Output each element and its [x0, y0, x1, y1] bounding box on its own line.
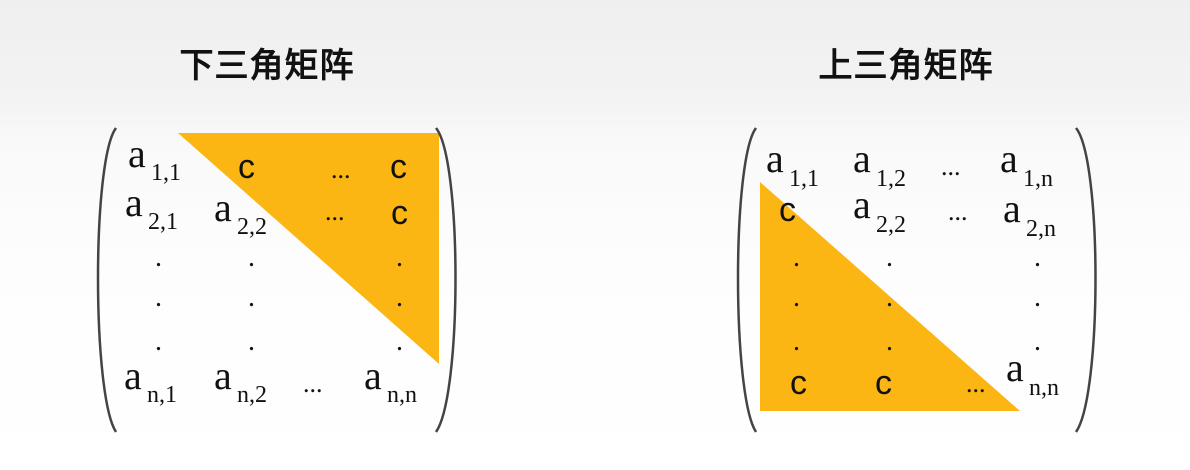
upper-a12-base: a: [853, 136, 871, 181]
upper-right-bracket: [1074, 127, 1097, 433]
lower-a11-base: a: [128, 131, 146, 176]
upper-vdot: .: [886, 282, 893, 313]
upper-a22-base: a: [853, 182, 871, 227]
lower-a21-subscript: 2,1: [148, 209, 178, 235]
upper-triangular-title: 上三角矩阵: [818, 46, 994, 86]
lower-a22-subscript: 2,2: [237, 214, 267, 240]
upper-vdot: .: [793, 242, 800, 273]
lower-vdot: .: [396, 242, 403, 273]
lower-vdot: .: [248, 326, 255, 357]
upper-vdot: .: [1034, 326, 1041, 357]
lower-vdot: .: [396, 282, 403, 313]
upper-a11-subscript: 1,1: [789, 166, 819, 192]
lower-vdot: .: [396, 326, 403, 357]
upper-a1n-base: a: [1000, 136, 1018, 181]
upper-a2n-subscript: 2,n: [1026, 216, 1056, 242]
upper-vdot: .: [1034, 282, 1041, 313]
upper-a12-subscript: 1,2: [876, 166, 906, 192]
lower-a11-subscript: 1,1: [151, 160, 181, 186]
upper-a2n-base: a: [1003, 186, 1021, 231]
lower-left-bracket: [96, 127, 118, 433]
upper-ellipsis-r2: ...: [948, 197, 968, 226]
upper-ann-base: a: [1006, 345, 1024, 390]
lower-vdot: .: [155, 282, 162, 313]
upper-vdot: .: [886, 326, 893, 357]
lower-ellipsis-r2: ...: [325, 197, 345, 226]
lower-vdot: .: [248, 282, 255, 313]
lower-an2-subscript: n,2: [237, 382, 267, 408]
lower-an2-base: a: [214, 353, 232, 398]
lower-ann-base: a: [364, 353, 382, 398]
lower-an1-subscript: n,1: [147, 382, 177, 408]
lower-c-r1c2: c: [238, 148, 255, 186]
upper-vdot: .: [793, 282, 800, 313]
upper-c-rnc1: c: [790, 364, 807, 402]
lower-a22-base: a: [214, 185, 232, 230]
upper-a1n-subscript: 1,n: [1023, 166, 1053, 192]
upper-vdot: .: [793, 326, 800, 357]
upper-left-bracket: [736, 127, 758, 433]
upper-a11-base: a: [766, 136, 784, 181]
upper-vdot: .: [886, 242, 893, 273]
lower-ellipsis-r1: ...: [331, 155, 351, 184]
upper-c-r2c1: c: [779, 191, 796, 229]
upper-matrix: a 1,1 a 1,2 ... a 1,n c a 2,2 ... a 2,n …: [736, 127, 1097, 433]
upper-constant-region: [760, 182, 1020, 411]
lower-vdot: .: [155, 326, 162, 357]
lower-triangular-title: 下三角矩阵: [179, 46, 355, 86]
lower-vdot: .: [248, 242, 255, 273]
upper-c-rnc2: c: [875, 364, 892, 402]
lower-constant-region: [178, 133, 439, 364]
lower-ellipsis-rn: ...: [303, 369, 323, 398]
lower-matrix: a 1,1 c ... c a 2,1 a 2,2 ... c . . . . …: [96, 127, 457, 433]
upper-a22-subscript: 2,2: [876, 212, 906, 238]
upper-ann-subscript: n,n: [1029, 375, 1059, 401]
lower-c-r1cn: c: [390, 148, 407, 186]
lower-a21-base: a: [125, 180, 143, 225]
lower-vdot: .: [155, 242, 162, 273]
lower-c-r2cn: c: [391, 194, 408, 232]
lower-right-bracket: [434, 127, 457, 433]
lower-ann-subscript: n,n: [387, 382, 417, 408]
upper-ellipsis-rn: ...: [966, 369, 986, 398]
upper-vdot: .: [1034, 242, 1041, 273]
lower-an1-base: a: [124, 353, 142, 398]
upper-ellipsis-r1: ...: [941, 152, 961, 181]
